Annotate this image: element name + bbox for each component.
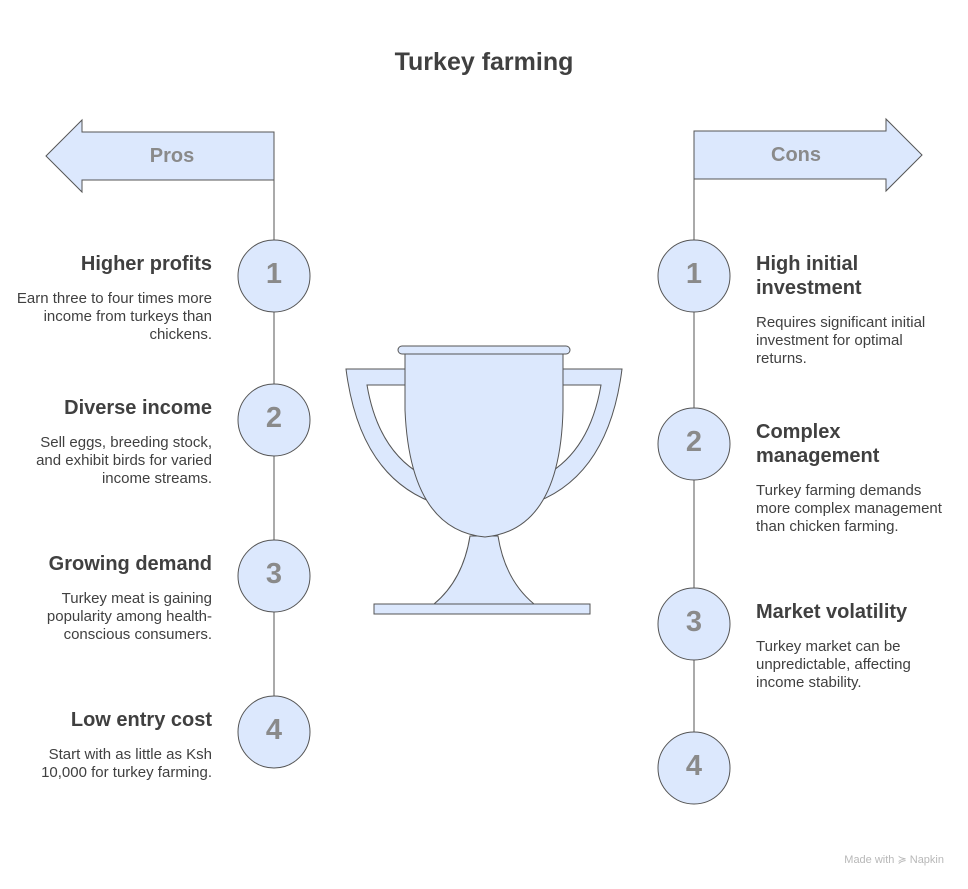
cons-item-1: High initial investment Requires signifi… <box>756 252 946 368</box>
pros-item-description: Turkey meat is gaining popularity among … <box>46 590 212 643</box>
cons-item-description: Turkey farming demands more complex mana… <box>756 482 942 535</box>
cons-circle-3 <box>657 587 731 661</box>
cons-arrow <box>693 117 923 193</box>
pros-item-4: Low entry cost Start with as little as K… <box>12 708 212 782</box>
pros-number-1: 1 <box>265 258 283 290</box>
pros-arrow <box>45 118 275 194</box>
pros-item-title: Higher profits <box>80 253 212 275</box>
pros-item-description: Sell eggs, breeding stock, and exhibit b… <box>36 434 212 487</box>
pros-item-title: Growing demand <box>48 553 212 575</box>
cons-label: Cons <box>771 144 821 166</box>
cons-item-title: Market volatility <box>756 601 908 623</box>
pros-number-2: 2 <box>265 402 283 434</box>
pros-circle-2 <box>237 383 311 457</box>
cons-item-title: Complex management <box>756 421 880 467</box>
pros-label: Pros <box>149 145 195 167</box>
napkin-watermark: Made with ≽ Napkin <box>844 854 944 866</box>
pros-circle-3 <box>237 539 311 613</box>
pros-item-description: Start with as little as Ksh 10,000 for t… <box>41 746 212 781</box>
cons-number-2: 2 <box>685 426 703 458</box>
cons-circle-4 <box>657 731 731 805</box>
cons-item-description: Turkey market can be unpredictable, affe… <box>756 638 911 691</box>
cons-circle-2 <box>657 407 731 481</box>
pros-number-4: 4 <box>265 714 283 746</box>
pros-item-title: Diverse income <box>64 397 212 419</box>
pros-item-title: Low entry cost <box>70 709 212 731</box>
cons-item-title: High initial investment <box>756 253 862 299</box>
pros-item-3: Growing demand Turkey meat is gaining po… <box>12 552 212 644</box>
cons-number-3: 3 <box>685 606 703 638</box>
pros-item-2: Diverse income Sell eggs, breeding stock… <box>12 396 212 488</box>
pros-circle-4 <box>237 695 311 769</box>
cons-item-description: Requires significant initial investment … <box>756 314 926 367</box>
pros-item-1: Higher profits Earn three to four times … <box>12 252 212 344</box>
pros-item-description: Earn three to four times more income fro… <box>16 290 212 343</box>
cons-number-4: 4 <box>685 750 703 782</box>
pros-number-3: 3 <box>265 558 283 590</box>
cons-item-2: Complex management Turkey farming demand… <box>756 420 946 536</box>
page-title: Turkey farming <box>394 48 574 76</box>
pros-circle-1 <box>237 239 311 313</box>
cons-circle-1 <box>657 239 731 313</box>
cons-item-3: Market volatility Turkey market can be u… <box>756 600 946 692</box>
trophy-icon <box>345 345 623 615</box>
cons-number-1: 1 <box>685 258 703 290</box>
